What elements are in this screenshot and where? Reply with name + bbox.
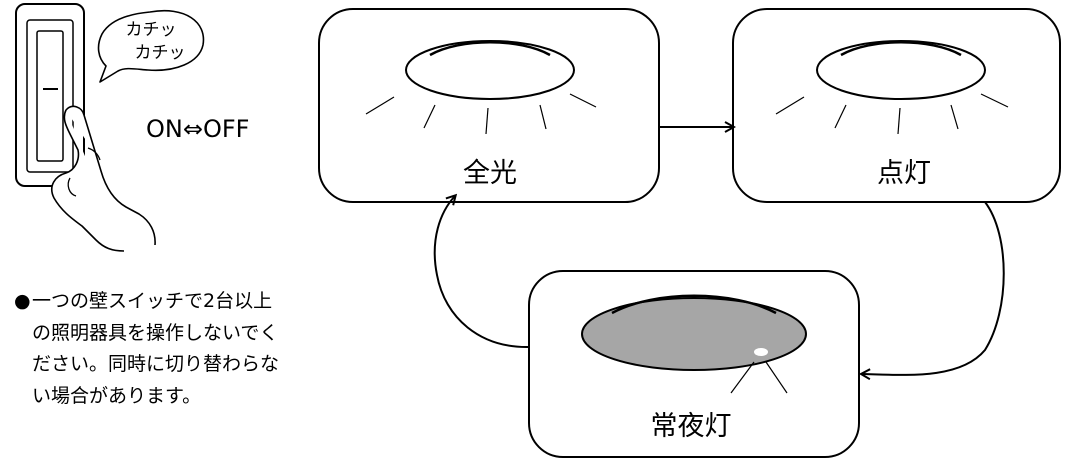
click-sound-text-1: カチッ	[126, 20, 177, 40]
note-line: の照明器具を操作しないでく	[32, 321, 279, 344]
note-line: ださい。同時に切り替わらな	[32, 353, 280, 375]
mode-box-night-light: 常夜灯	[528, 270, 860, 458]
light-rays-icon	[365, 93, 597, 135]
mode-label-on: 点灯	[877, 158, 931, 189]
hand-icon	[51, 105, 156, 252]
speech-bubble-shape	[97, 10, 205, 83]
arrow-night-to-full	[433, 196, 530, 349]
mode-label-full: 全光	[463, 158, 517, 189]
bullet-icon: ●	[14, 290, 31, 312]
mode-box-lighting: 点灯	[732, 8, 1061, 203]
mode-box-frame	[318, 8, 660, 203]
night-shade	[581, 297, 807, 371]
mode-box-full-light: 全光	[318, 8, 660, 203]
cycle-arrows	[433, 127, 1005, 375]
switch-rocker	[36, 30, 64, 162]
click-sound-bubble: カチッ カチッ	[97, 10, 205, 83]
on-off-toggle-label: ON⇔OFF	[146, 115, 249, 143]
mode-label-night: 常夜灯	[651, 411, 732, 442]
light-rays-icon	[775, 93, 1009, 135]
night-lamp-dot	[754, 348, 768, 356]
note-line: 一つの壁スイッチで2台以上	[32, 290, 273, 312]
click-sound-text-2: カチッ	[135, 43, 186, 63]
arrow-on-to-night	[862, 201, 1005, 375]
ceiling-light-icon	[405, 40, 575, 100]
ceiling-light-dimmed-icon	[581, 294, 807, 371]
note-line: い場合があります。	[32, 384, 202, 407]
ceiling-light-icon	[816, 40, 986, 100]
caution-note: ● 一つの壁スイッチで2台以上 の照明器具を操作しないでく ださい。同時に切り替…	[14, 286, 280, 412]
wall-switch-illustration	[15, 3, 156, 252]
night-light-rays-icon	[730, 361, 788, 394]
